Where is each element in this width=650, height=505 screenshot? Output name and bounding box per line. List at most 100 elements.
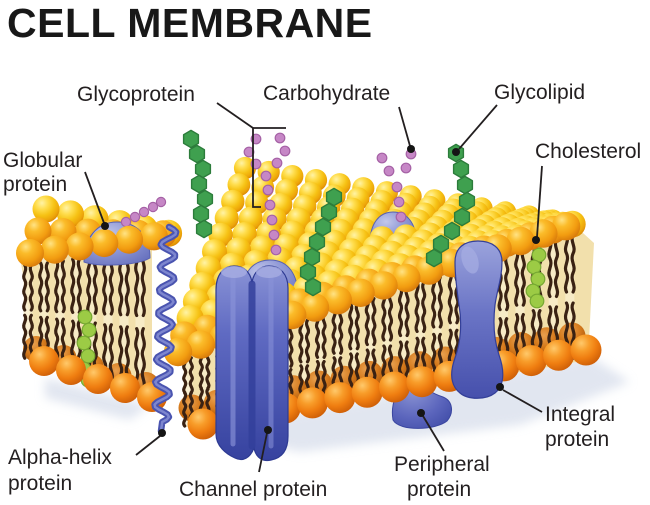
label-integral-protein-line1: Integral — [545, 403, 615, 426]
glycan-sugar-hexagon — [456, 175, 474, 195]
channel-protein — [215, 265, 289, 462]
carbohydrate-unit — [155, 196, 167, 208]
lipid-tail — [28, 313, 34, 360]
label-glycoprotein: Glycoprotein — [77, 83, 195, 106]
lipid-head-sphere — [40, 235, 69, 264]
carbohydrate-unit — [376, 152, 388, 164]
carbohydrate-anchor-dot — [407, 145, 415, 153]
carbohydrate-unit — [391, 181, 403, 193]
lipid-head-sphere — [392, 263, 421, 293]
carbohydrate-unit — [138, 206, 150, 218]
lipid-head-sphere — [186, 330, 215, 359]
glycan-chain-left — [182, 129, 214, 239]
carbohydrate-unit — [383, 165, 395, 177]
lipid-tail — [553, 237, 560, 298]
label-glycolipid: Glycolipid — [494, 81, 585, 104]
lipid-tail — [431, 275, 437, 329]
lipid-head-sphere — [24, 217, 52, 245]
lipid-tail — [404, 286, 410, 338]
glycan-sugar-hexagon — [452, 159, 470, 179]
lipid-tail — [397, 286, 404, 338]
cholesterol-segment — [529, 293, 545, 309]
carbohydrate-unit — [260, 170, 272, 182]
lipid-tail — [54, 259, 60, 314]
channel-protein-anchor-dot — [264, 426, 272, 434]
left-top-lipid-heads-front — [16, 222, 168, 267]
lipid-tail — [504, 254, 510, 312]
carbohydrate-chain-labeled — [376, 148, 417, 223]
figure-title: CELL MEMBRANE — [7, 0, 373, 46]
glycan-sugar-hexagon — [195, 219, 213, 239]
lipid-tail — [38, 261, 44, 313]
lipid-tail — [348, 302, 354, 351]
lipid-tail — [92, 255, 98, 315]
integral-protein — [451, 240, 504, 399]
lipid-tail — [86, 255, 92, 315]
glycan-sugar-hexagon — [190, 174, 208, 194]
lipid-tail — [364, 297, 370, 347]
lipid-tail — [288, 323, 294, 368]
carbohydrate-unit — [395, 211, 407, 223]
lipid-tail — [338, 307, 344, 355]
lipid-head-sphere — [406, 366, 438, 398]
lipid-tail — [60, 259, 66, 314]
cholesterol-segment — [77, 309, 93, 325]
carbohydrate-unit — [279, 145, 291, 157]
cholesterol-pointer-line — [536, 165, 543, 238]
lipid-head-sphere — [506, 226, 535, 256]
glycoprotein-bracket — [252, 127, 286, 208]
peripheral-protein-anchor-dot — [417, 409, 425, 417]
lipid-tail — [447, 270, 453, 325]
carbohydrate-unit — [268, 229, 280, 241]
lipid-head-sphere — [115, 225, 144, 254]
globular-protein-anchor-dot — [101, 222, 109, 230]
lipid-tail — [570, 232, 576, 294]
lipid-tail — [28, 263, 34, 312]
glycan-sugar-hexagon — [304, 277, 322, 297]
glycan-sugar-hexagon — [182, 129, 200, 149]
lipid-tail — [387, 291, 394, 342]
carbohydrate-unit — [266, 214, 278, 226]
label-globular-protein-line1: Globular — [3, 149, 82, 172]
lipid-head-sphere — [379, 371, 410, 403]
lipid-head-sphere — [56, 355, 86, 385]
lipid-tail — [140, 250, 146, 318]
alpha-helix-coil-highlight — [153, 225, 178, 433]
lipid-tail — [437, 275, 443, 329]
glycolipid-anchor-dot — [452, 148, 460, 156]
lipid-tail — [314, 313, 321, 359]
cholesterol-segment — [81, 322, 97, 338]
label-channel-protein: Channel protein — [179, 478, 327, 501]
carbohydrate-unit — [262, 184, 274, 196]
lipid-head-sphere — [346, 278, 375, 307]
lipid-tail — [381, 291, 387, 342]
integral-protein-pointer-line — [502, 389, 543, 413]
carbohydrate-unit — [271, 157, 283, 169]
glycan-sugar-hexagon — [188, 144, 206, 164]
lipid-tail — [76, 257, 82, 314]
glycan-sugar-hexagon — [196, 189, 214, 209]
pointer-lines — [84, 102, 543, 473]
lipid-tail — [354, 302, 360, 351]
lipid-head-sphere — [187, 408, 219, 440]
cholesterol-segment — [80, 348, 96, 364]
lipid-head-sphere — [543, 339, 575, 371]
carbohydrate-unit — [147, 201, 159, 213]
carbohydrate-unit — [270, 244, 282, 256]
lipid-head-sphere — [32, 195, 60, 223]
lipid-head-sphere — [570, 334, 602, 366]
lipid-head-sphere — [296, 387, 328, 419]
glycan-sugar-hexagon — [192, 204, 210, 224]
glycan-sugar-hexagon — [194, 159, 212, 179]
lipid-head-sphere — [83, 364, 113, 394]
lipid-tail — [514, 248, 520, 307]
lipid-tail — [108, 323, 114, 383]
glycan-sugar-hexagon — [458, 191, 476, 211]
lipid-tail — [414, 280, 420, 333]
lipid-head-sphere — [351, 376, 383, 408]
label-carbohydrate: Carbohydrate — [263, 82, 390, 105]
carbohydrate-unit — [400, 162, 412, 174]
label-peripheral-protein-line2: protein — [407, 478, 471, 501]
